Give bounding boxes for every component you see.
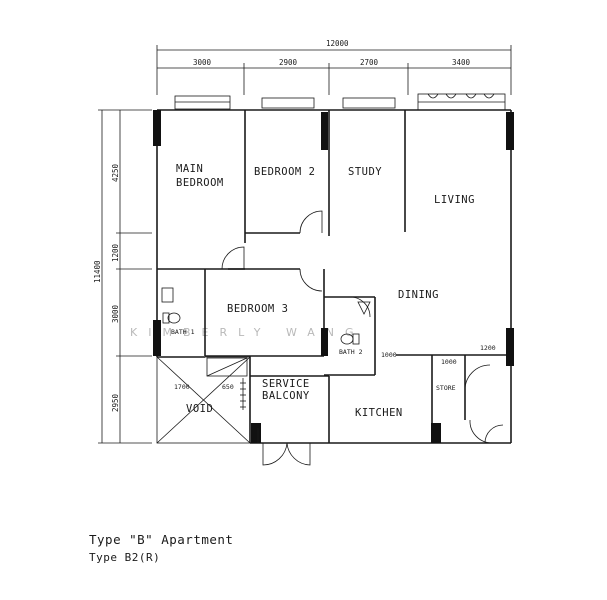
dim-top-1: 3000 [193, 58, 212, 67]
dim-left-3: 3000 [111, 304, 120, 323]
dining-label: DINING [398, 289, 439, 301]
windows [174, 93, 506, 111]
kitchen-label: KITCHEN [355, 407, 403, 419]
bedroom2-label: BEDROOM 2 [254, 166, 315, 178]
dim-interior-5: 650 [222, 383, 234, 391]
study-label: STUDY [348, 166, 382, 178]
dim-interior-1: 1000 [381, 351, 397, 359]
caption-subtitle: Type B2(R) [89, 551, 161, 564]
dim-top-3: 2700 [360, 58, 379, 67]
fixtures [161, 287, 371, 443]
dim-left-4: 2950 [111, 393, 120, 412]
main-bedroom-label-2: BEDROOM [176, 177, 224, 189]
caption-title: Type "B" Apartment [89, 532, 234, 547]
top-dimensions: 12000 3000 2900 2700 3400 [156, 39, 512, 95]
bath2-label: BATH 2 [339, 348, 363, 356]
bedroom3-label: BEDROOM 3 [227, 303, 288, 315]
dim-top-4: 3400 [452, 58, 471, 67]
walls [156, 109, 512, 444]
left-dimensions: 11400 4250 1200 3000 2950 [93, 109, 152, 444]
watermark: KIMBERLY WANG [130, 326, 365, 339]
dim-interior-3: 1200 [480, 344, 496, 352]
dim-left-2: 1200 [111, 243, 120, 262]
columns [153, 110, 514, 443]
bath1-label: BATH 1 [171, 328, 195, 336]
store-label: STORE [436, 384, 456, 392]
living-label: LIVING [434, 194, 475, 206]
doors [221, 210, 504, 466]
dim-overall-depth: 11400 [93, 260, 102, 283]
dim-interior-4: 1700 [174, 383, 190, 391]
interior-dimensions: 1000 1000 1200 1700 650 [174, 344, 496, 391]
service-balcony-label-1: SERVICE [262, 378, 310, 390]
dim-interior-2: 1000 [441, 358, 457, 366]
main-bedroom-label-1: MAIN [176, 163, 203, 175]
dim-overall-width: 12000 [326, 39, 349, 48]
void-label: VOID [186, 403, 213, 415]
dim-left-1: 4250 [111, 163, 120, 182]
service-balcony-label-2: BALCONY [262, 390, 310, 402]
room-labels: MAIN BEDROOM BEDROOM 2 STUDY LIVING BEDR… [171, 163, 475, 419]
dim-top-2: 2900 [279, 58, 298, 67]
